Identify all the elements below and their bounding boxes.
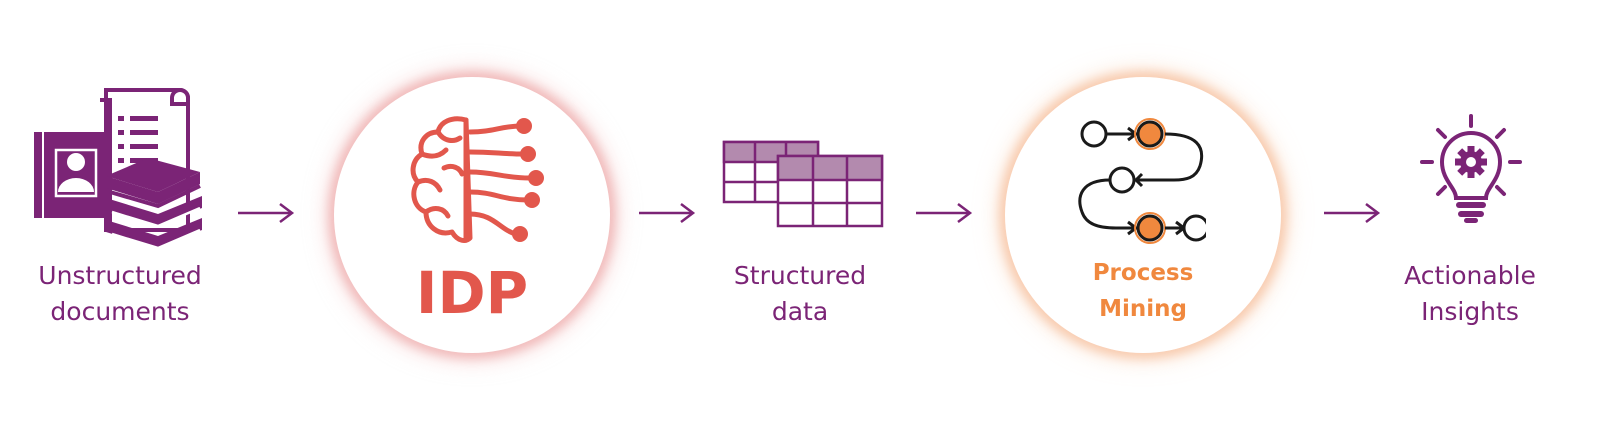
step-label-unstructured-documents: Unstructured documents: [38, 261, 202, 326]
tables-icon: [722, 140, 886, 230]
lightbulb-gear-icon: [1418, 112, 1524, 224]
documents-books-icon: [30, 80, 210, 250]
right-arrow-icon: [1322, 200, 1382, 226]
step-label-actionable-insights: Actionable Insights: [1404, 261, 1536, 326]
process-mining-label: Process Mining: [1092, 260, 1194, 322]
process-flow-icon: [1076, 116, 1210, 246]
right-arrow-icon: [914, 200, 974, 226]
idp-label: IDP: [415, 259, 529, 327]
right-arrow-icon: [637, 200, 697, 226]
right-arrow-icon: [236, 200, 296, 226]
step-label-structured-data: Structured data: [733, 261, 867, 326]
brain-network-icon: [404, 112, 554, 252]
